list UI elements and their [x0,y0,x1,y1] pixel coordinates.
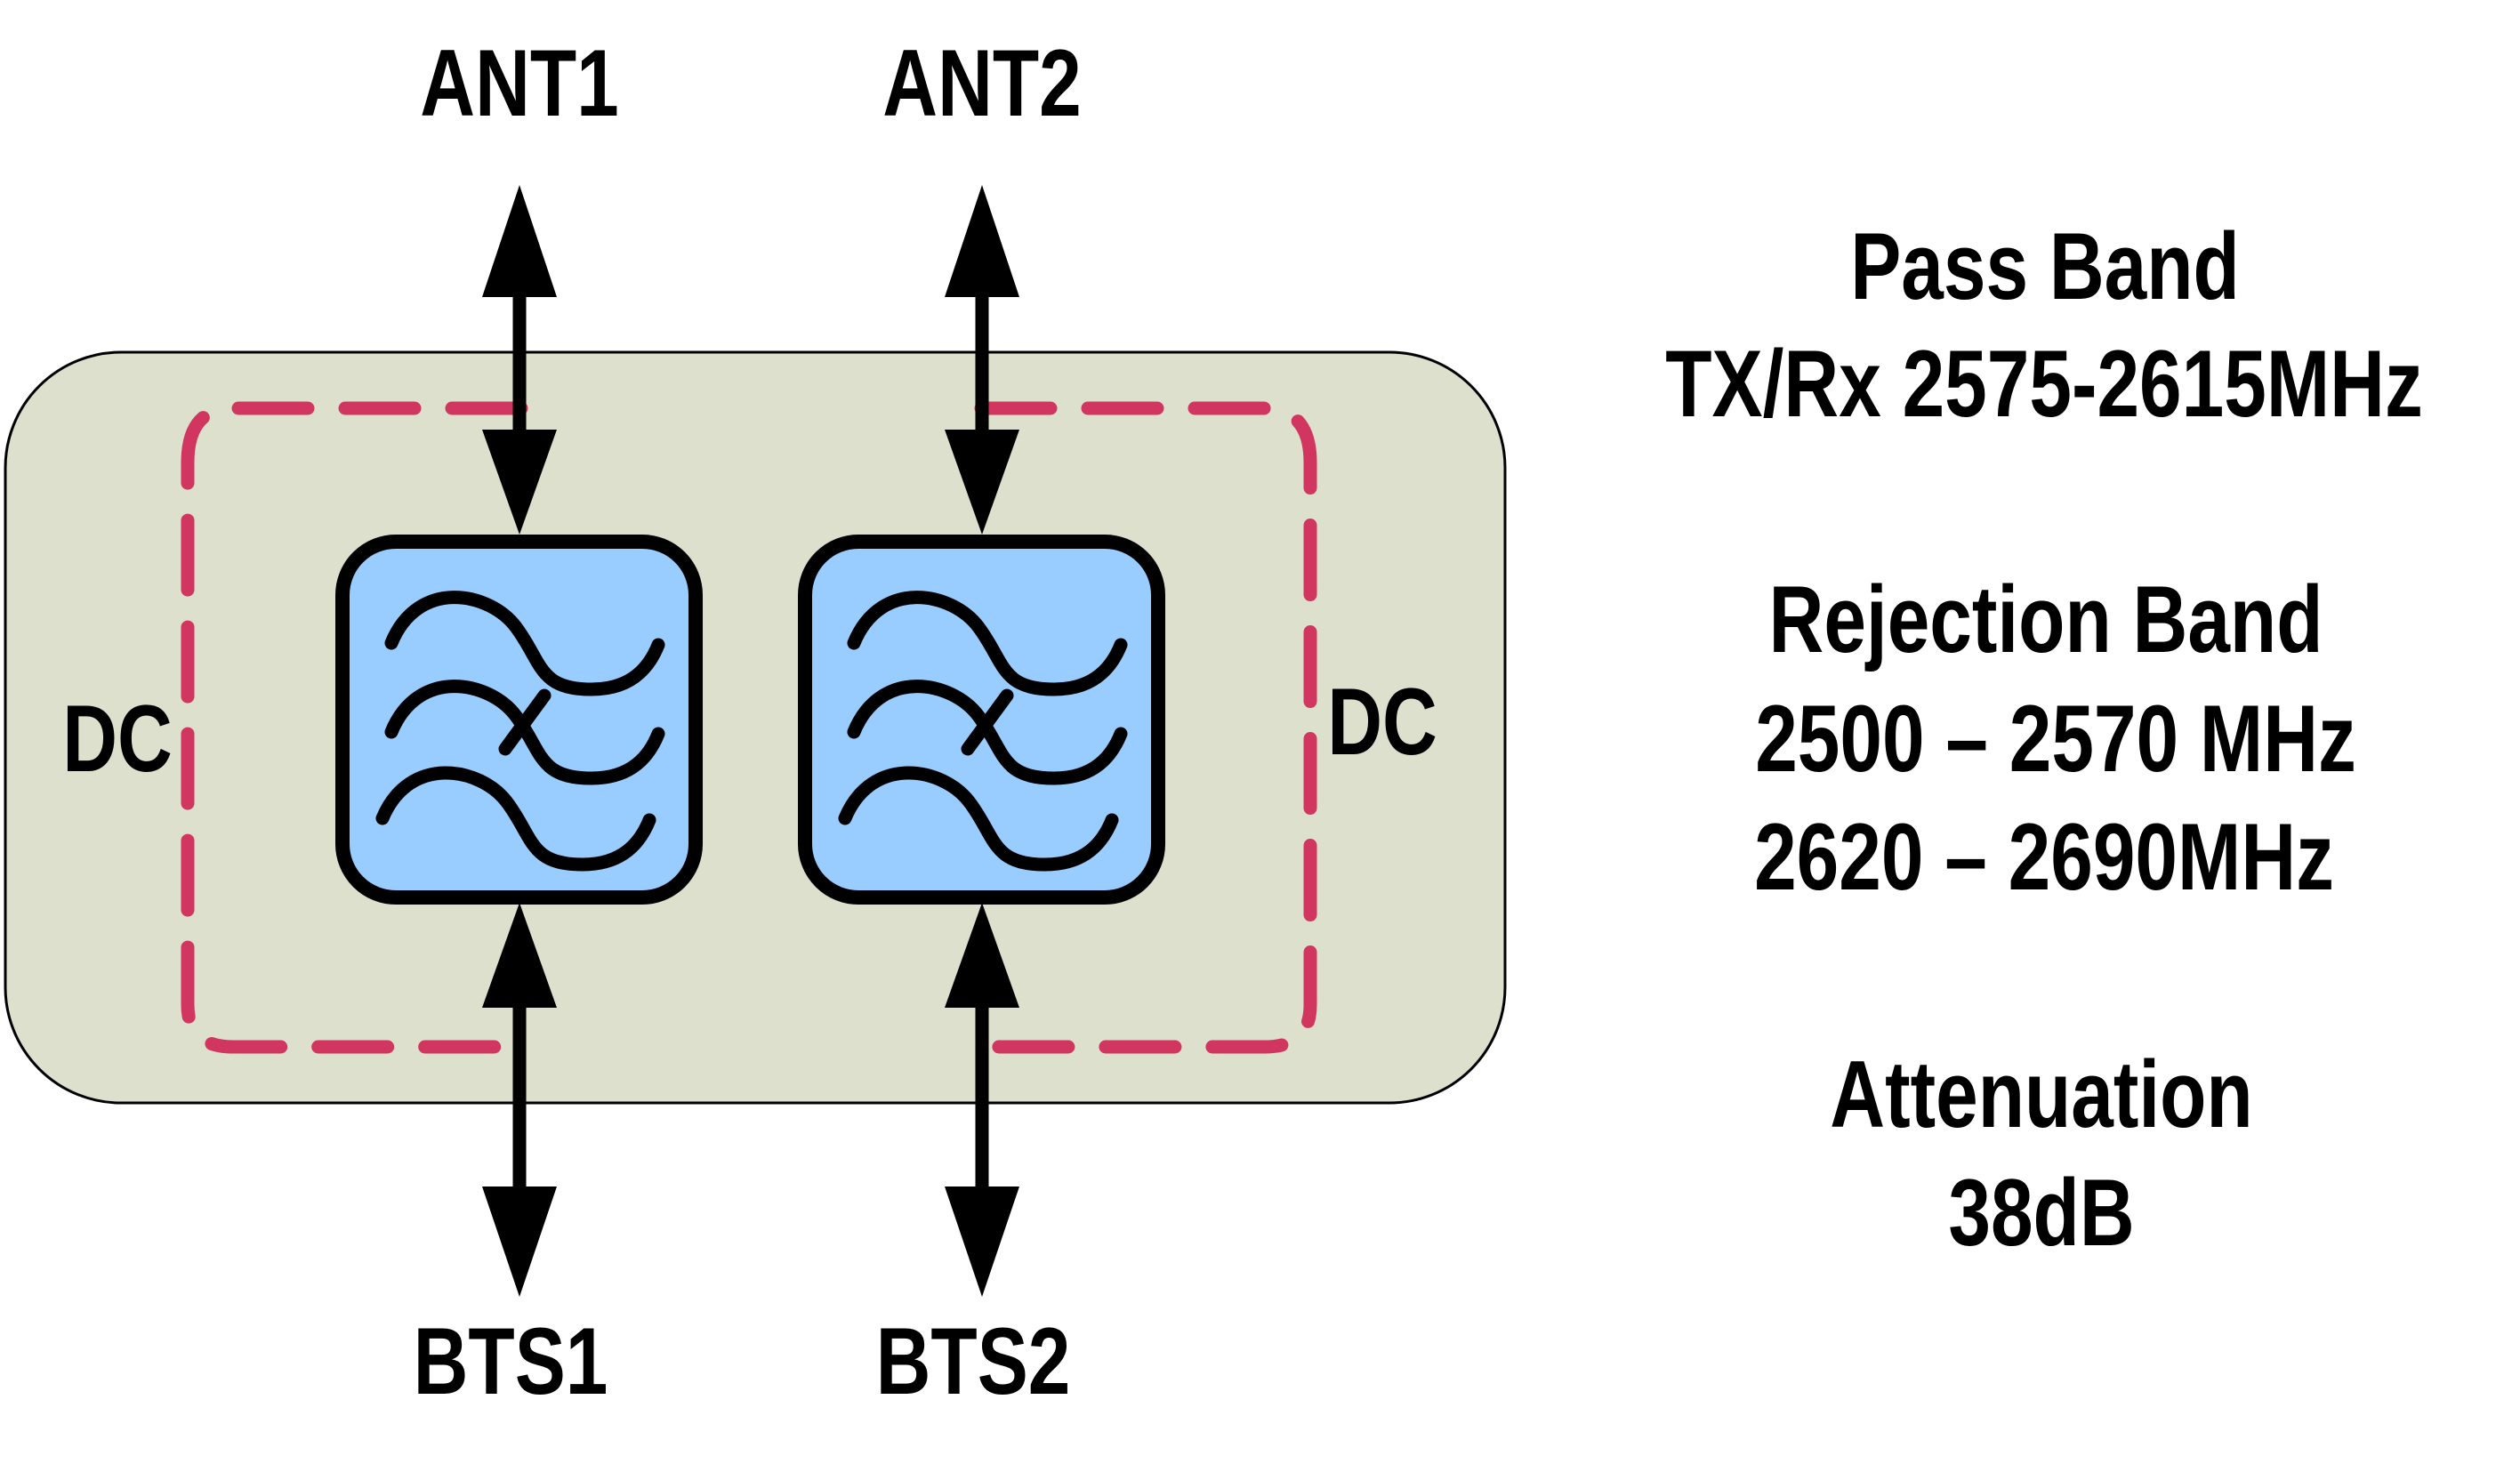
rejection-band-range-1: 2500 – 2570 MHz [1755,685,2356,792]
bandpass-filter-icon [838,591,1128,872]
pass-band-value: TX/Rx 2575-2615MHz [1665,330,2423,437]
arrowhead-down-icon [945,430,1019,535]
pass-band-heading: Pass Band [1850,213,2240,319]
bts1-label: BTS1 [414,1307,608,1414]
arrowhead-down-icon [482,430,557,535]
arrowhead-up-icon [945,185,1019,297]
bandpass-filter-icon [375,591,665,872]
dc-boundary-left [181,401,528,1054]
rejection-band-heading: Rejection Band [1769,566,2323,672]
rejection-band-range-2: 2620 – 2690MHz [1754,803,2334,910]
arrowhead-down-icon [945,1186,1019,1297]
filter-1[interactable] [335,535,703,905]
specifications-panel: Pass Band TX/Rx 2575-2615MHz Rejection B… [1665,213,2423,1266]
ant2-label: ANT2 [882,29,1081,136]
bts1-link-arrow [482,903,557,1297]
attenuation-value: 38dB [1948,1159,2134,1266]
dc-label-right: DC [1327,668,1437,775]
bts2-label: BTS2 [876,1307,1071,1414]
dc-label-left: DC [62,685,173,792]
dc-boundary-right [974,401,1317,1054]
arrowhead-down-icon [482,1186,557,1297]
filter-2[interactable] [798,535,1165,905]
arrowhead-up-icon [482,185,557,297]
bts2-link-arrow [945,903,1019,1297]
arrowhead-up-icon [482,903,557,1008]
attenuation-heading: Attenuation [1830,1041,2252,1147]
ant1-label: ANT1 [420,29,618,136]
arrowhead-up-icon [945,903,1019,1008]
combiner-enclosure [4,350,1507,1105]
ant2-link-arrow [945,185,1019,535]
ant1-link-arrow [482,185,557,535]
